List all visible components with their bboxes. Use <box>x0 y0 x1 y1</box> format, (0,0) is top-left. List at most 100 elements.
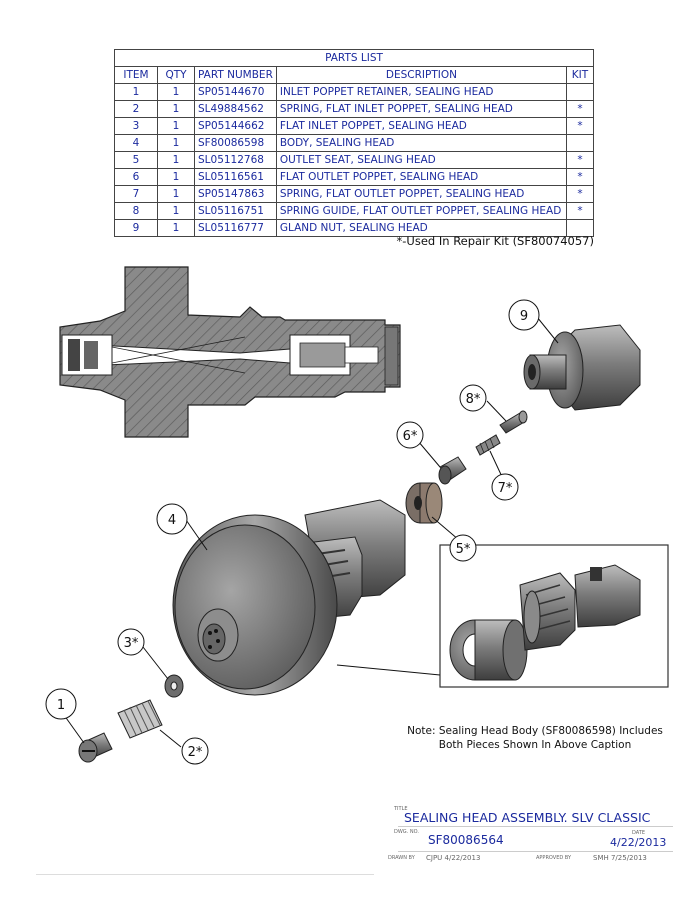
cell-description: INLET POPPET RETAINER, SEALING HEAD <box>275 83 568 101</box>
part-7-spring <box>475 434 501 456</box>
part-4-body <box>172 499 406 696</box>
cell-item: 3 <box>114 117 158 135</box>
header-kit: KIT <box>566 66 594 84</box>
parts-list-title-row: PARTS LIST <box>114 49 594 67</box>
cell-qty: 1 <box>157 202 195 220</box>
cell-qty: 1 <box>157 168 195 186</box>
callout-7: 7* <box>491 473 519 501</box>
part-5-outlet-seat <box>405 482 443 524</box>
svg-text:8*: 8* <box>466 392 481 407</box>
section-view <box>59 266 401 438</box>
part-9-gland-nut <box>523 324 641 411</box>
cell-kit <box>566 83 594 101</box>
cell-qty: 1 <box>157 185 195 203</box>
cell-qty: 1 <box>157 134 195 152</box>
cell-item: 5 <box>114 151 158 169</box>
svg-text:4: 4 <box>168 513 176 528</box>
callout-5: 5* <box>449 534 477 562</box>
title-block: TITLE SEALING HEAD ASSEMBLY. SLV CLASSIC… <box>378 802 678 872</box>
parts-list-title: PARTS LIST <box>114 49 594 67</box>
title-label: TITLE <box>394 806 408 812</box>
approved-by: SMH 7/25/2013 <box>593 854 647 862</box>
dwg-no-label: DWG. NO. <box>394 829 419 835</box>
cell-part-number: SP05144662 <box>194 117 277 135</box>
cell-kit: * <box>566 168 594 186</box>
header-description: DESCRIPTION <box>275 66 568 84</box>
callout-2: 2* <box>181 737 209 765</box>
cell-description: GLAND NUT, SEALING HEAD <box>275 219 568 237</box>
cell-kit: * <box>566 151 594 169</box>
cell-item: 1 <box>114 83 158 101</box>
cell-part-number: SF80086598 <box>194 134 277 152</box>
parts-list-table: PARTS LIST ITEM QTY PART NUMBER DESCRIPT… <box>114 49 594 237</box>
cell-description: FLAT INLET POPPET, SEALING HEAD <box>275 117 568 135</box>
cell-item: 2 <box>114 100 158 118</box>
cell-qty: 1 <box>157 117 195 135</box>
cell-part-number: SL05116777 <box>194 219 277 237</box>
cell-kit: * <box>566 202 594 220</box>
cell-part-number: SP05144670 <box>194 83 277 101</box>
callout-3: 3* <box>117 628 145 656</box>
drawing-number: SF80086564 <box>428 833 504 847</box>
cell-part-number: SL05112768 <box>194 151 277 169</box>
body-note-line-2: Both Pieces Shown In Above Caption <box>438 739 632 751</box>
cell-item: 6 <box>114 168 158 186</box>
cell-part-number: SL05116561 <box>194 168 277 186</box>
svg-text:2*: 2* <box>188 745 203 760</box>
cell-item: 9 <box>114 219 158 237</box>
detail-inset <box>439 544 669 688</box>
cell-kit <box>566 219 594 237</box>
date-label: DATE <box>632 830 646 836</box>
cell-kit: * <box>566 100 594 118</box>
repair-kit-note: *-Used In Repair Kit (SF80074057) <box>396 234 594 248</box>
callout-9: 9 <box>508 299 540 331</box>
cell-qty: 1 <box>157 100 195 118</box>
part-8-spring-guide <box>499 410 528 434</box>
cell-description: SPRING GUIDE, FLAT OUTLET POPPET, SEALIN… <box>275 202 568 220</box>
drawing-title: SEALING HEAD ASSEMBLY. SLV CLASSIC <box>404 810 651 825</box>
cell-description: SPRING, FLAT INLET POPPET, SEALING HEAD <box>275 100 568 118</box>
svg-text:5*: 5* <box>456 542 471 557</box>
svg-text:7*: 7* <box>498 481 513 496</box>
cell-item: 4 <box>114 134 158 152</box>
cell-item: 8 <box>114 202 158 220</box>
cell-item: 7 <box>114 185 158 203</box>
svg-text:6*: 6* <box>403 429 418 444</box>
parts-list-header-row: ITEM QTY PART NUMBER DESCRIPTION KIT <box>114 66 594 84</box>
body-note: Note: Sealing Head Body (SF80086598) Inc… <box>400 724 670 752</box>
callout-6: 6* <box>396 421 424 449</box>
cell-kit <box>566 134 594 152</box>
svg-text:9: 9 <box>520 309 528 324</box>
cell-part-number: SL05116751 <box>194 202 277 220</box>
part-6-outlet-poppet <box>438 456 467 485</box>
callout-1: 1 <box>45 688 77 720</box>
body-note-line-1: Note: Sealing Head Body (SF80086598) Inc… <box>407 725 663 737</box>
cell-qty: 1 <box>157 151 195 169</box>
cell-description: SPRING, FLAT OUTLET POPPET, SEALING HEAD <box>275 185 568 203</box>
cell-qty: 1 <box>157 83 195 101</box>
cell-description: FLAT OUTLET POPPET, SEALING HEAD <box>275 168 568 186</box>
cell-kit: * <box>566 185 594 203</box>
exploded-assembly-drawing: 9 8* 7* 6* 5* 4 3* 2* 1 <box>45 266 669 765</box>
drawn-by: CJPU 4/22/2013 <box>426 854 481 862</box>
header-part-number: PART NUMBER <box>194 66 277 84</box>
svg-text:3*: 3* <box>124 636 139 651</box>
part-2-spring <box>117 699 163 739</box>
bottom-divider <box>36 874 374 875</box>
svg-text:1: 1 <box>57 698 65 713</box>
cell-qty: 1 <box>157 219 195 237</box>
cell-kit: * <box>566 117 594 135</box>
drawn-by-label: DRAWN BY <box>388 855 415 861</box>
drawing-date: 4/22/2013 <box>610 836 667 849</box>
callout-4: 4 <box>156 503 188 535</box>
leader-lines <box>63 316 559 748</box>
